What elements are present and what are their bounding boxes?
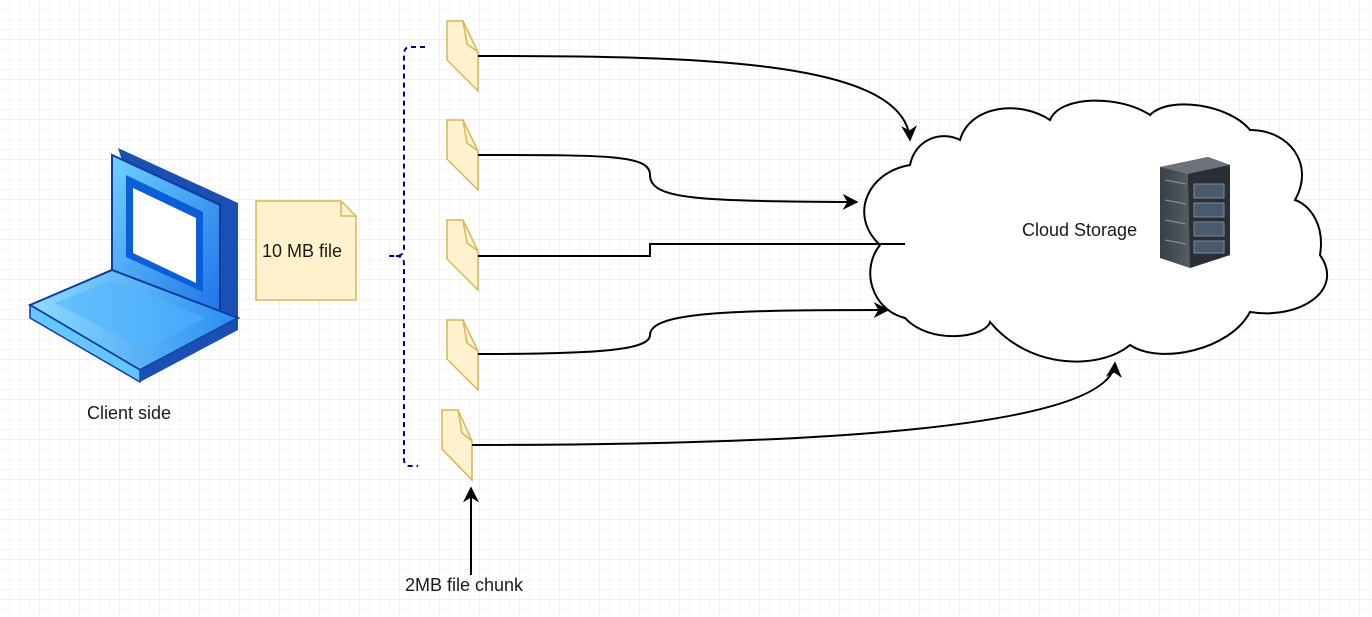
arrow-chunk-1 bbox=[477, 55, 918, 142]
chunk-file-3[interactable] bbox=[446, 219, 479, 292]
chunk-file-5[interactable] bbox=[441, 409, 473, 482]
arrow-chunk-4 bbox=[477, 302, 890, 355]
chunk-file-1[interactable] bbox=[446, 20, 479, 93]
chunk-file-2[interactable] bbox=[446, 119, 479, 192]
file-icon-large bbox=[255, 200, 357, 301]
laptop-icon bbox=[27, 148, 241, 384]
arrow-chunk-5 bbox=[471, 361, 1122, 446]
arrow-chunk-2 bbox=[477, 154, 859, 210]
chunk-brace bbox=[386, 46, 425, 467]
file-size-label: 10 MB file bbox=[262, 241, 343, 261]
chunk-file-4[interactable] bbox=[446, 319, 479, 392]
cloud-storage-label: Cloud Storage bbox=[1022, 220, 1138, 240]
file-chunk-label: 2MB file chunk bbox=[405, 575, 524, 595]
arrow-chunk-3 bbox=[478, 243, 905, 257]
server-rack-icon bbox=[1160, 157, 1230, 268]
client-side-label: Client side bbox=[87, 403, 172, 423]
